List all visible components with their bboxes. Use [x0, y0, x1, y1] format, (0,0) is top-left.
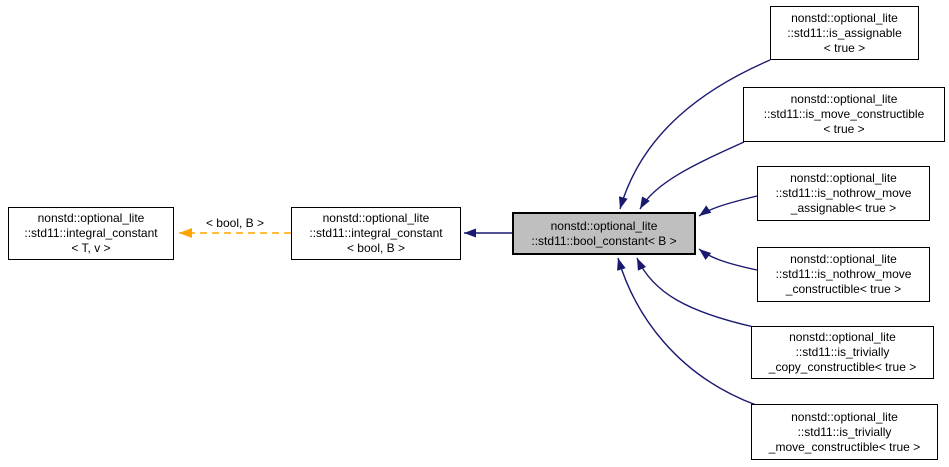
node-label: nonstd::optional_lite ::std11::is_nothro…	[775, 252, 912, 296]
node-is-nothrow-move-constructible[interactable]: nonstd::optional_lite ::std11::is_nothro…	[757, 247, 930, 302]
node-is-trivially-move-constructible[interactable]: nonstd::optional_lite ::std11::is_trivia…	[751, 404, 938, 460]
node-label: nonstd::optional_lite ::std11::is_nothro…	[775, 171, 912, 215]
node-is-trivially-copy-constructible[interactable]: nonstd::optional_lite ::std11::is_trivia…	[751, 326, 934, 379]
edge-is-trivially-copy-constructible-to-bool-constant	[636, 257, 755, 328]
node-is-assignable[interactable]: nonstd::optional_lite ::std11::is_assign…	[770, 6, 919, 60]
template-args-edge-label: < bool, B >	[205, 216, 265, 230]
edge-is-trivially-move-constructible-to-bool-constant	[617, 257, 757, 406]
edge-is-nothrow-move-constructible-to-bool-constant	[698, 248, 758, 271]
node-label: nonstd::optional_lite ::std11::is_trivia…	[768, 330, 917, 374]
node-label: nonstd::optional_lite ::std11::integral_…	[309, 211, 443, 255]
node-label: nonstd::optional_lite ::std11::integral_…	[24, 211, 158, 255]
node-integral-constant-bool-b[interactable]: nonstd::optional_lite ::std11::integral_…	[291, 207, 461, 260]
edge-is-assignable-to-bool-constant	[618, 59, 771, 210]
node-integral-constant-t-v[interactable]: nonstd::optional_lite ::std11::integral_…	[8, 207, 174, 260]
edge-is-move-constructible-to-bool-constant	[639, 141, 745, 210]
node-label: nonstd::optional_lite ::std11::bool_cons…	[531, 218, 677, 248]
node-label: nonstd::optional_lite ::std11::is_trivia…	[768, 409, 921, 454]
edge-is-nothrow-move-assignable-to-bool-constant	[698, 195, 758, 217]
node-is-move-constructible[interactable]: nonstd::optional_lite ::std11::is_move_c…	[743, 87, 945, 142]
node-label: nonstd::optional_lite ::std11::is_assign…	[787, 10, 902, 55]
node-is-nothrow-move-assignable[interactable]: nonstd::optional_lite ::std11::is_nothro…	[757, 166, 930, 221]
node-bool-constant-b-current: nonstd::optional_lite ::std11::bool_cons…	[512, 212, 696, 255]
node-label: nonstd::optional_lite ::std11::is_move_c…	[763, 92, 925, 136]
